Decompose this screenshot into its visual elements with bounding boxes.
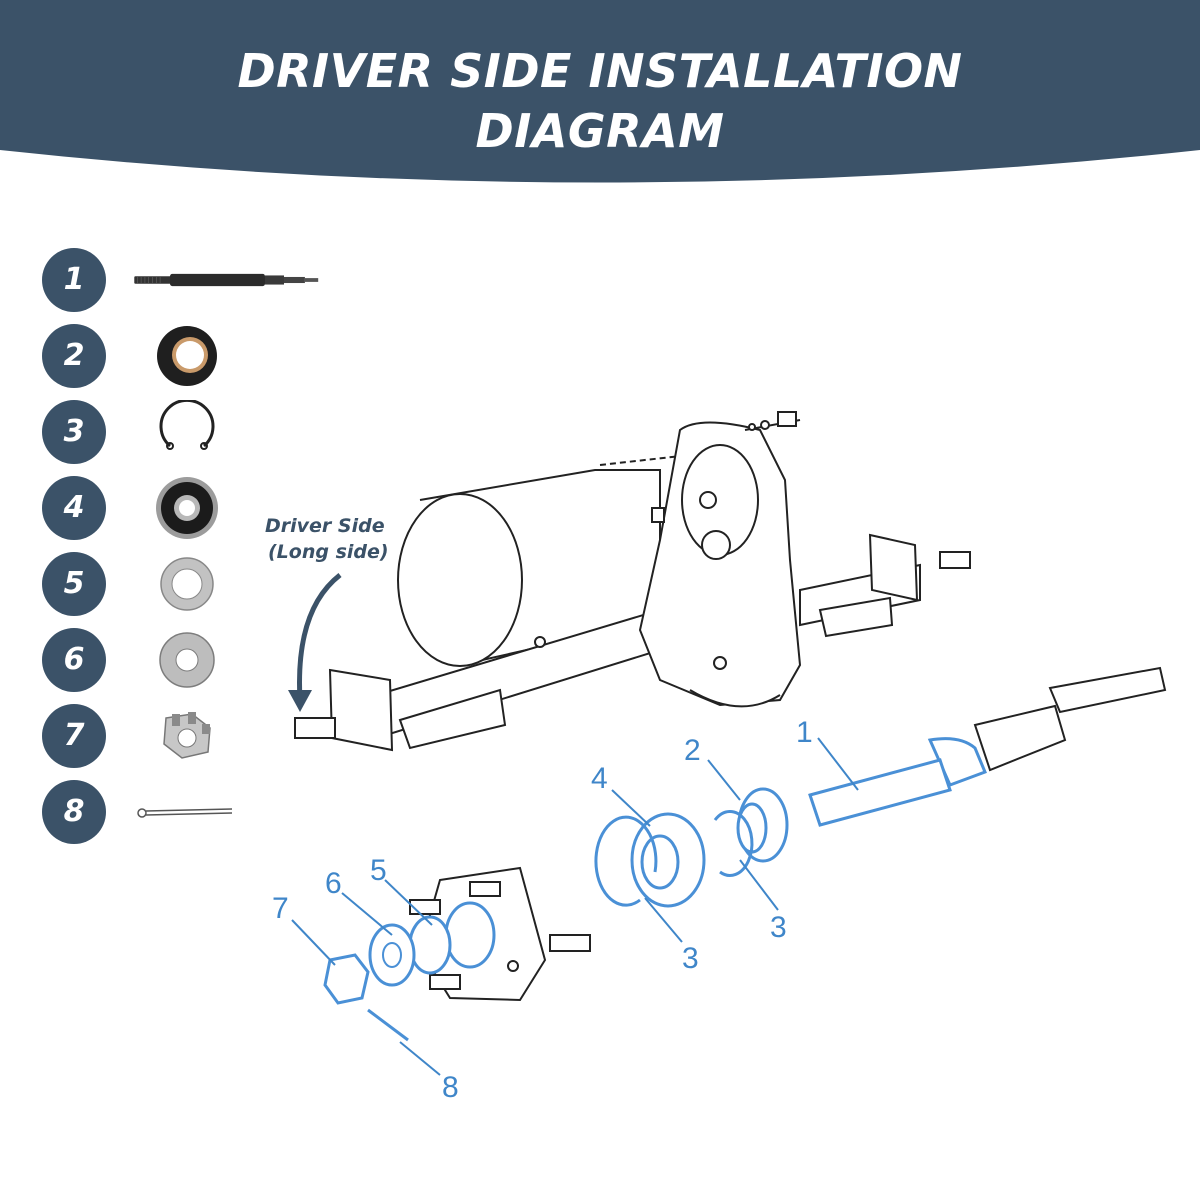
legend-item-bearing: 4 — [42, 476, 322, 540]
callout-3b: 3 — [770, 911, 787, 944]
gear-case — [638, 411, 802, 708]
legend-item-retaining-ring: 3 — [42, 400, 322, 464]
callout-5: 5 — [370, 854, 387, 887]
legend-item-oil-seal: 2 — [42, 324, 322, 388]
callout-1: 1 — [796, 716, 813, 749]
bearing-icon — [156, 477, 218, 539]
axle-shaft-icon — [134, 273, 319, 287]
callout-7: 7 — [272, 892, 289, 925]
exploded-cotter-pin — [367, 1008, 409, 1042]
exploded-retaining-ring-inner — [713, 809, 754, 877]
legend-number-badge: 3 — [42, 400, 106, 464]
legend-number-badge: 2 — [42, 324, 106, 388]
exploded-wheel-hub — [409, 866, 591, 1002]
legend-number-badge: 6 — [42, 628, 106, 692]
legend-number-badge: 1 — [42, 248, 106, 312]
exploded-axle-shaft — [808, 666, 1167, 827]
exploded-bearing — [630, 812, 706, 908]
page-title-line-2: DIAGRAM — [475, 104, 725, 158]
exploded-retaining-ring-outer — [594, 815, 658, 907]
exploded-oil-seal — [736, 787, 789, 863]
title-banner — [0, 0, 1200, 183]
long-side-label: (Long side) — [268, 541, 389, 563]
legend-number-badge: 8 — [42, 780, 106, 844]
callout-8: 8 — [442, 1071, 459, 1104]
pointer-arrowhead — [288, 690, 312, 712]
exploded-castle-nut — [323, 953, 370, 1005]
legend-item-thin-washer: 5 — [42, 552, 322, 616]
castle-nut-icon — [163, 712, 211, 759]
pointer-arrow — [297, 573, 342, 701]
retaining-ring-icon — [159, 400, 215, 450]
legend-number-badge: 4 — [42, 476, 106, 540]
legend-number-badge: 7 — [42, 704, 106, 768]
axle-tube — [294, 533, 971, 752]
exploded-thin-washer — [408, 915, 452, 975]
callout-leaders — [291, 737, 859, 1076]
flat-washer-hole — [382, 942, 402, 968]
callout-6: 6 — [325, 867, 342, 900]
callout-3a: 3 — [682, 942, 699, 975]
legend-item-flat-washer: 6 — [42, 628, 322, 692]
callout-4: 4 — [591, 762, 608, 795]
legend-item-axle-shaft: 1 — [42, 248, 322, 312]
legend-number-badge: 5 — [42, 552, 106, 616]
oil-seal-icon — [157, 326, 217, 386]
motor-housing — [397, 454, 691, 667]
flat-washer-icon — [159, 632, 215, 688]
thin-washer-icon — [160, 557, 214, 611]
cotter-pin-icon — [137, 808, 233, 818]
legend-item-castle-nut: 7 — [42, 704, 322, 768]
callout-2: 2 — [684, 734, 701, 767]
page-title-line-1: DRIVER SIDE INSTALLATION — [237, 44, 963, 98]
driver-side-label: Driver Side — [265, 515, 385, 537]
legend-item-cotter-pin: 8 — [42, 780, 322, 844]
